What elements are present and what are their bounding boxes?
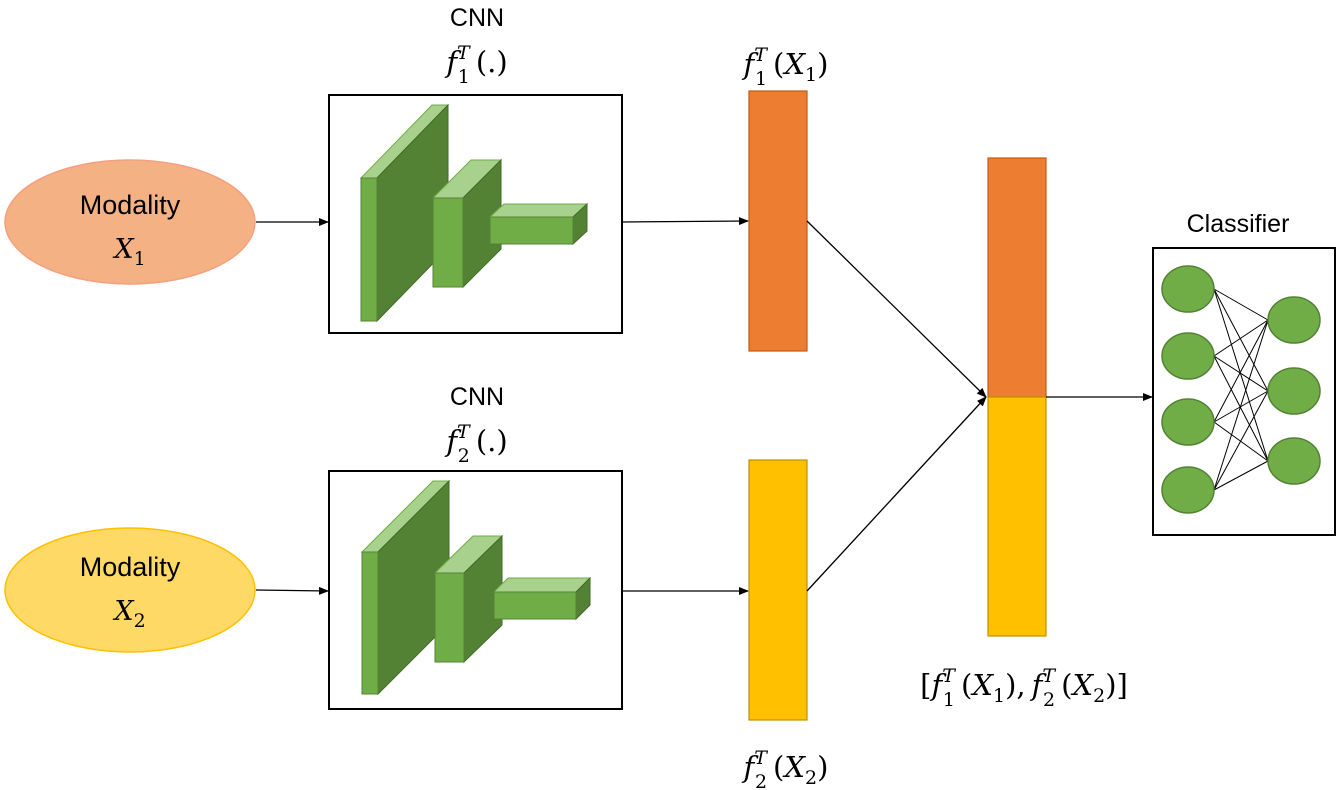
classifier-output-nodes bbox=[1267, 296, 1321, 485]
cnn-1-layer-3-front bbox=[489, 216, 574, 245]
cnn-2-layer-1-front bbox=[361, 551, 379, 695]
modality-1-label: Modality bbox=[80, 190, 181, 220]
cnn-1-layer-2-front bbox=[432, 197, 464, 288]
arrow-modality-2-to-cnn-2 bbox=[255, 586, 329, 595]
modality-1-ellipse bbox=[4, 159, 256, 285]
concat-vector-bottom bbox=[987, 396, 1047, 637]
cnn-2-layer-3-top bbox=[492, 577, 592, 593]
concat-vector-top bbox=[987, 157, 1047, 398]
classifier-output-node bbox=[1267, 296, 1321, 344]
classifier-input-node bbox=[1161, 265, 1215, 313]
cnn-2-layer-3-front bbox=[493, 591, 577, 620]
classifier-output-node bbox=[1267, 367, 1321, 415]
arrow-feature-2-to-concat bbox=[806, 396, 987, 592]
cnn-1-layers bbox=[359, 103, 589, 323]
cnn-2-layer-2-front bbox=[434, 572, 465, 663]
classifier-edges bbox=[1213, 288, 1269, 491]
cnn-2-layers bbox=[360, 479, 592, 696]
modality-1-var: X1 bbox=[112, 234, 145, 270]
feature-vector-1 bbox=[748, 90, 808, 352]
classifier-input-node bbox=[1161, 398, 1215, 446]
classifier-input-node bbox=[1161, 332, 1215, 380]
classifier-output-node bbox=[1267, 437, 1321, 485]
cnn-1-layer-3-top bbox=[488, 203, 589, 218]
arrow-feature-1-to-concat bbox=[806, 220, 987, 398]
classifier-input-nodes bbox=[1161, 265, 1215, 514]
cnn-1-title: CNN bbox=[450, 4, 504, 32]
modality-2-node: Modality X2 bbox=[4, 527, 256, 653]
feature-vector-2 bbox=[748, 459, 808, 721]
modality-1-node: Modality X1 bbox=[4, 159, 256, 285]
classifier-title: Classifier bbox=[1187, 210, 1290, 238]
modality-2-label: Modality bbox=[80, 552, 181, 582]
arrow-cnn-1-to-feature-1 bbox=[621, 217, 749, 226]
classifier-input-node bbox=[1161, 466, 1215, 514]
cnn-2-title: CNN bbox=[450, 383, 504, 411]
modality-2-ellipse bbox=[4, 527, 256, 653]
modality-2-var: X2 bbox=[112, 596, 145, 632]
cnn-1-layer-1-front bbox=[360, 177, 378, 322]
arrows bbox=[255, 217, 1153, 595]
